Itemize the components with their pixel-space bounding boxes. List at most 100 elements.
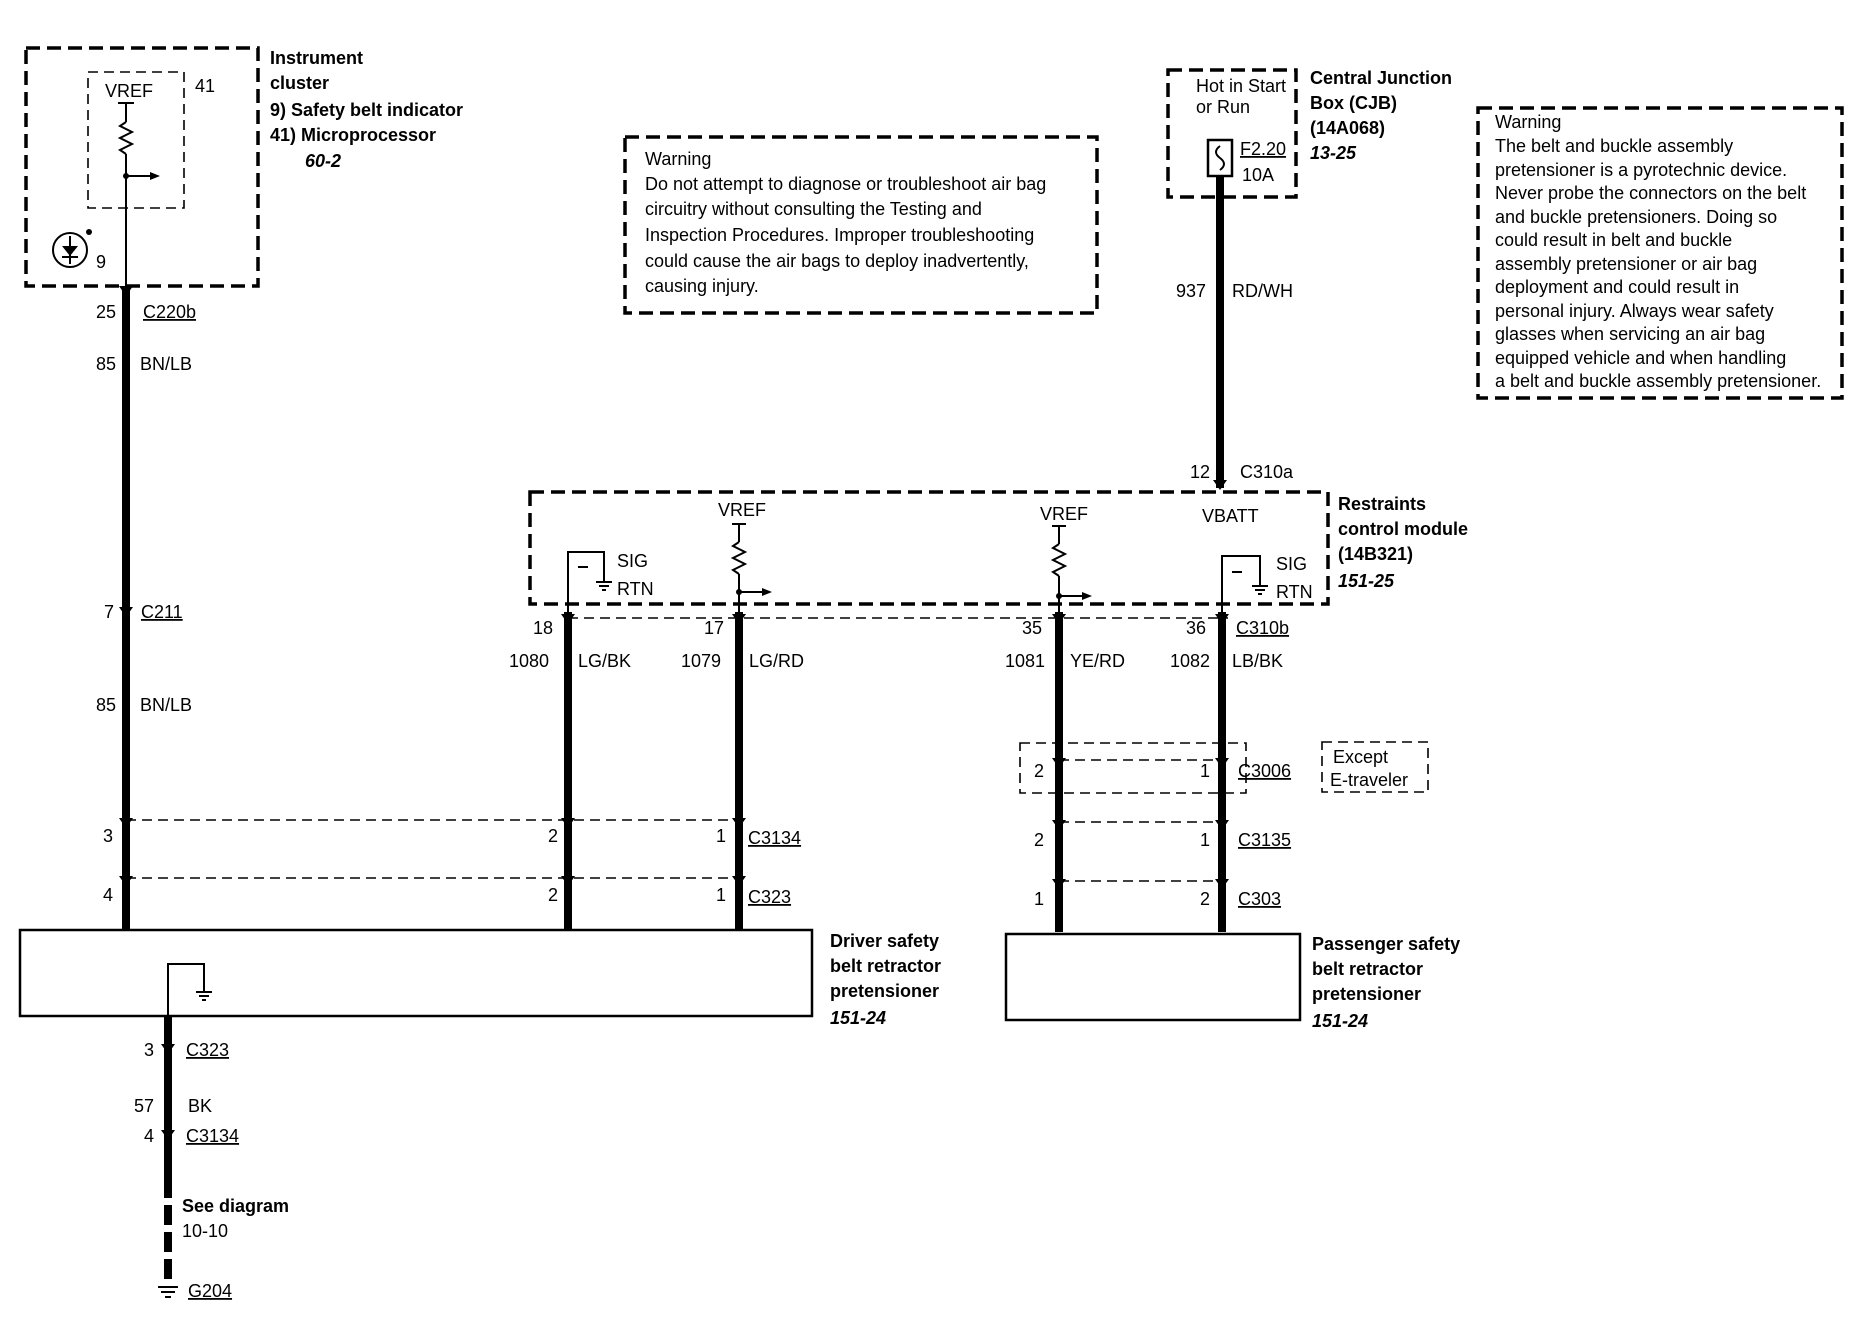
warning2-line-3: Never probe the connectors on the belt — [1495, 183, 1806, 203]
cluster-title-2: cluster — [270, 73, 329, 93]
vref-resistor-icon-right — [1050, 525, 1092, 612]
cjb-title-2: Box (CJB) — [1310, 93, 1397, 113]
vref-resistor-icon-left — [730, 523, 772, 612]
warning2-line-11: a belt and buckle assembly pretensioner. — [1495, 371, 1821, 391]
cjb-ref: 13-25 — [1310, 143, 1357, 163]
c3134-label: C3134 — [748, 828, 801, 848]
cluster-ref: 60-2 — [305, 151, 341, 171]
wire1079-color: LG/RD — [749, 651, 804, 671]
warning1-line-3: Inspection Procedures. Improper troubles… — [645, 225, 1034, 245]
driver-ground-icon — [167, 963, 212, 1018]
c323-pin-2: 2 — [548, 885, 558, 905]
except-label-1: Except — [1333, 747, 1388, 767]
c211-label: C211 — [141, 602, 183, 622]
cluster-resistor-icon — [117, 102, 160, 286]
driver-pretensioner-box — [18, 928, 814, 1018]
see-diagram-2: 10-10 — [182, 1221, 228, 1241]
cjb-hot-1: Hot in Start — [1196, 76, 1286, 96]
warning2-line-1: The belt and buckle assembly — [1495, 136, 1733, 156]
g204-ground-icon — [158, 1286, 178, 1298]
c323-pin-1: 1 — [716, 885, 726, 905]
cluster-item-2: 41) Microprocessor — [270, 125, 436, 145]
wire1-color: BN/LB — [140, 354, 192, 374]
warning2-line-7: deployment and could result in — [1495, 277, 1739, 297]
wire1080-number: 1080 — [509, 651, 549, 671]
wire1081-number: 1081 — [1005, 651, 1045, 671]
c3134-pin-1: 1 — [716, 826, 726, 846]
driver-title-2: belt retractor — [830, 956, 941, 976]
wire2-number: 85 — [96, 695, 116, 715]
c3135-pin-2: 2 — [1034, 830, 1044, 850]
safety-belt-indicator-icon — [52, 229, 92, 268]
restraints-module-box — [528, 490, 1330, 606]
cluster-title-1: Instrument — [270, 48, 363, 68]
passenger-title-1: Passenger safety — [1312, 934, 1460, 954]
warning1-line-5: causing injury. — [645, 276, 759, 296]
wire1079-pin: 17 — [704, 618, 724, 638]
warning2-line-6: assembly pretensioner or air bag — [1495, 254, 1757, 274]
c303-pin-1: 1 — [1034, 889, 1044, 909]
except-e-traveler-box — [1321, 741, 1429, 793]
warning2-line-2: pretensioner is a pyrotechnic device. — [1495, 160, 1787, 180]
rcm-rtn-right: RTN — [1276, 582, 1313, 602]
c323-label: C323 — [748, 887, 791, 907]
rcm-rtn-left: RTN — [617, 579, 654, 599]
c3134-pin-2: 2 — [548, 826, 558, 846]
instrument-cluster-box — [24, 46, 260, 288]
rcm-title-3: (14B321) — [1338, 544, 1413, 564]
ground-c3134-pin: 4 — [144, 1126, 154, 1146]
warning1-line-1: Do not attempt to diagnose or troublesho… — [645, 174, 1046, 194]
cluster-vref-label: VREF — [105, 81, 153, 101]
sig-rtn-ground-icon-left — [567, 551, 612, 612]
c3135-label: C3135 — [1238, 830, 1291, 850]
sig-rtn-ground-icon-right — [1221, 555, 1268, 612]
wire2-color: BN/LB — [140, 695, 192, 715]
rcm-vref-right: VREF — [1040, 504, 1088, 524]
wire1081-pin: 35 — [1022, 618, 1042, 638]
cjb-box — [1166, 68, 1298, 199]
passenger-title-3: pretensioner — [1312, 984, 1421, 1004]
c3006-pin-1: 1 — [1200, 761, 1210, 781]
driver-connector-arrows — [119, 818, 746, 886]
rcm-sig-right: SIG — [1276, 554, 1307, 574]
wire1082-color: LB/BK — [1232, 651, 1283, 671]
passenger-connector-arrows — [1052, 758, 1229, 889]
warning2-title: Warning — [1495, 112, 1561, 132]
rcm-title-2: control module — [1338, 519, 1468, 539]
except-label-2: E-traveler — [1330, 770, 1408, 790]
c3135-pin-1: 1 — [1200, 830, 1210, 850]
c211-pin: 7 — [104, 602, 114, 622]
cjb-amps: 10A — [1242, 165, 1274, 185]
passenger-title-2: belt retractor — [1312, 959, 1423, 979]
warning1-title: Warning — [645, 149, 711, 169]
c310b-label: C310b — [1236, 618, 1289, 638]
warning1-line-4: could cause the air bags to deploy inadv… — [645, 251, 1029, 271]
cluster-item-1: 9) Safety belt indicator — [270, 100, 463, 120]
wire1079-number: 1079 — [681, 651, 721, 671]
warning-box-2 — [1476, 106, 1844, 400]
cjb-wire-color: RD/WH — [1232, 281, 1293, 301]
driver-ref: 151-24 — [830, 1008, 886, 1028]
ground-c323-label: C323 — [186, 1040, 229, 1060]
g204-label: G204 — [188, 1281, 232, 1301]
passenger-pretensioner-box — [1004, 932, 1302, 1022]
warning2-line-8: personal injury. Always wear safety — [1495, 301, 1774, 321]
warning2-line-10: equipped vehicle and when handling — [1495, 348, 1786, 368]
rcm-sig-left: SIG — [617, 551, 648, 571]
warning2-line-4: and buckle pretensioners. Doing so — [1495, 207, 1777, 227]
rcm-vref-left: VREF — [718, 500, 766, 520]
cjb-title-3: (14A068) — [1310, 118, 1385, 138]
c310a-label: C310a — [1240, 462, 1294, 482]
wire1080-color: LG/BK — [578, 651, 631, 671]
left-c323-pin: 4 — [103, 885, 113, 905]
warning-box-1 — [623, 135, 1099, 315]
wire1-number: 85 — [96, 354, 116, 374]
wire1081-color: YE/RD — [1070, 651, 1125, 671]
cjb-fuse: F2.20 — [1240, 139, 1286, 159]
c310a-pin: 12 — [1190, 462, 1210, 482]
c303-label: C303 — [1238, 889, 1281, 909]
fuse-icon — [1206, 138, 1234, 178]
rcm-vbatt: VBATT — [1202, 506, 1259, 526]
ground-wire-color: BK — [188, 1096, 212, 1116]
